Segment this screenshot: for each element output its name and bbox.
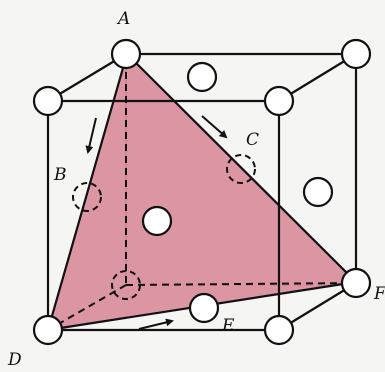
atom-corner-F <box>340 267 372 299</box>
atom-corner-A <box>110 38 142 70</box>
plane-dashed-line-2 <box>125 282 357 286</box>
atom-face-front <box>141 205 173 237</box>
label-D: D <box>7 350 22 370</box>
atom-hidden-C <box>226 154 256 184</box>
label-C: C <box>246 130 259 150</box>
atom-hidden-back-bottom <box>111 270 141 300</box>
atom-face-bottom-E <box>188 292 220 324</box>
atom-corner-top-front-left <box>32 85 64 117</box>
atom-corner-D <box>32 314 64 346</box>
atom-corner-top-back-right <box>340 38 372 70</box>
atom-corner-bottom-front-right <box>263 314 295 346</box>
atom-hidden-B <box>72 182 102 212</box>
atom-corner-top-front-right <box>263 85 295 117</box>
slip-arrow-C <box>201 115 228 139</box>
slip-arrow-B <box>85 117 97 154</box>
edge-top-left <box>47 53 127 102</box>
atom-face-right <box>302 176 334 208</box>
label-A: A <box>116 9 130 29</box>
label-E: E <box>221 316 235 336</box>
label-B: B <box>53 165 67 185</box>
atom-face-top <box>186 61 218 93</box>
slip-arrow-E <box>138 318 174 330</box>
label-F: F <box>373 284 385 304</box>
